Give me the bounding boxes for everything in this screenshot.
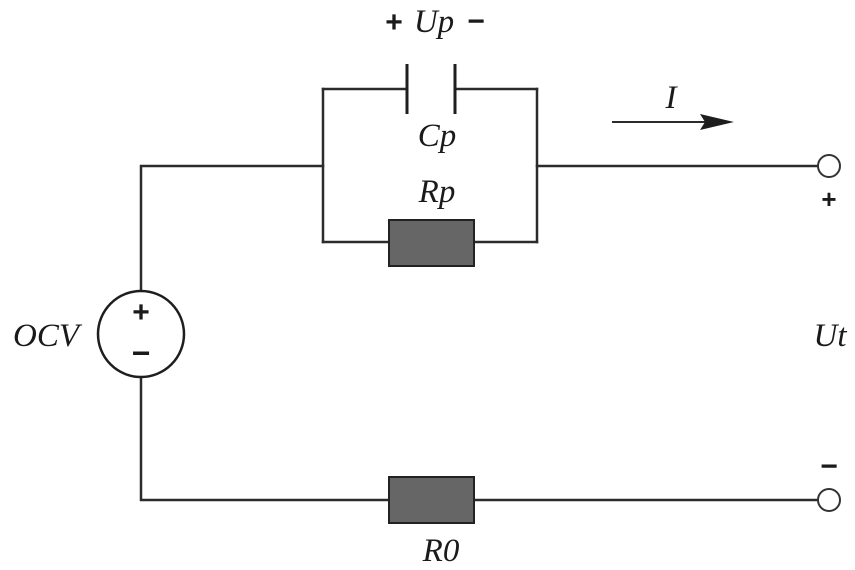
resistor-rp (388, 219, 475, 267)
up-minus-sign: − (467, 5, 485, 38)
ocv-label: OCV (13, 318, 83, 354)
wire-left-bottom (139, 375, 391, 502)
current-label: I (665, 80, 679, 116)
out-minus-sign: − (820, 450, 838, 483)
terminal-positive (817, 154, 841, 178)
current-arrow (612, 114, 734, 130)
r0-label: R0 (422, 533, 460, 569)
ocv-plus-sign: + (132, 296, 150, 329)
up-label: Up (414, 4, 454, 40)
current-arrow-head (700, 114, 734, 130)
capacitor-cp (405, 64, 457, 114)
up-plus-sign: + (385, 6, 403, 39)
wire-left-top (139, 164, 325, 293)
cp-label: Cp (418, 118, 457, 154)
wires (139, 87, 820, 502)
ocv-source (96, 289, 186, 379)
out-plus-sign: + (821, 184, 836, 214)
ocv-minus-sign: − (132, 335, 151, 371)
ut-label: Ut (814, 318, 848, 354)
terminal-negative (817, 488, 841, 512)
resistor-r0 (388, 476, 475, 524)
rp-label: Rp (418, 174, 456, 210)
